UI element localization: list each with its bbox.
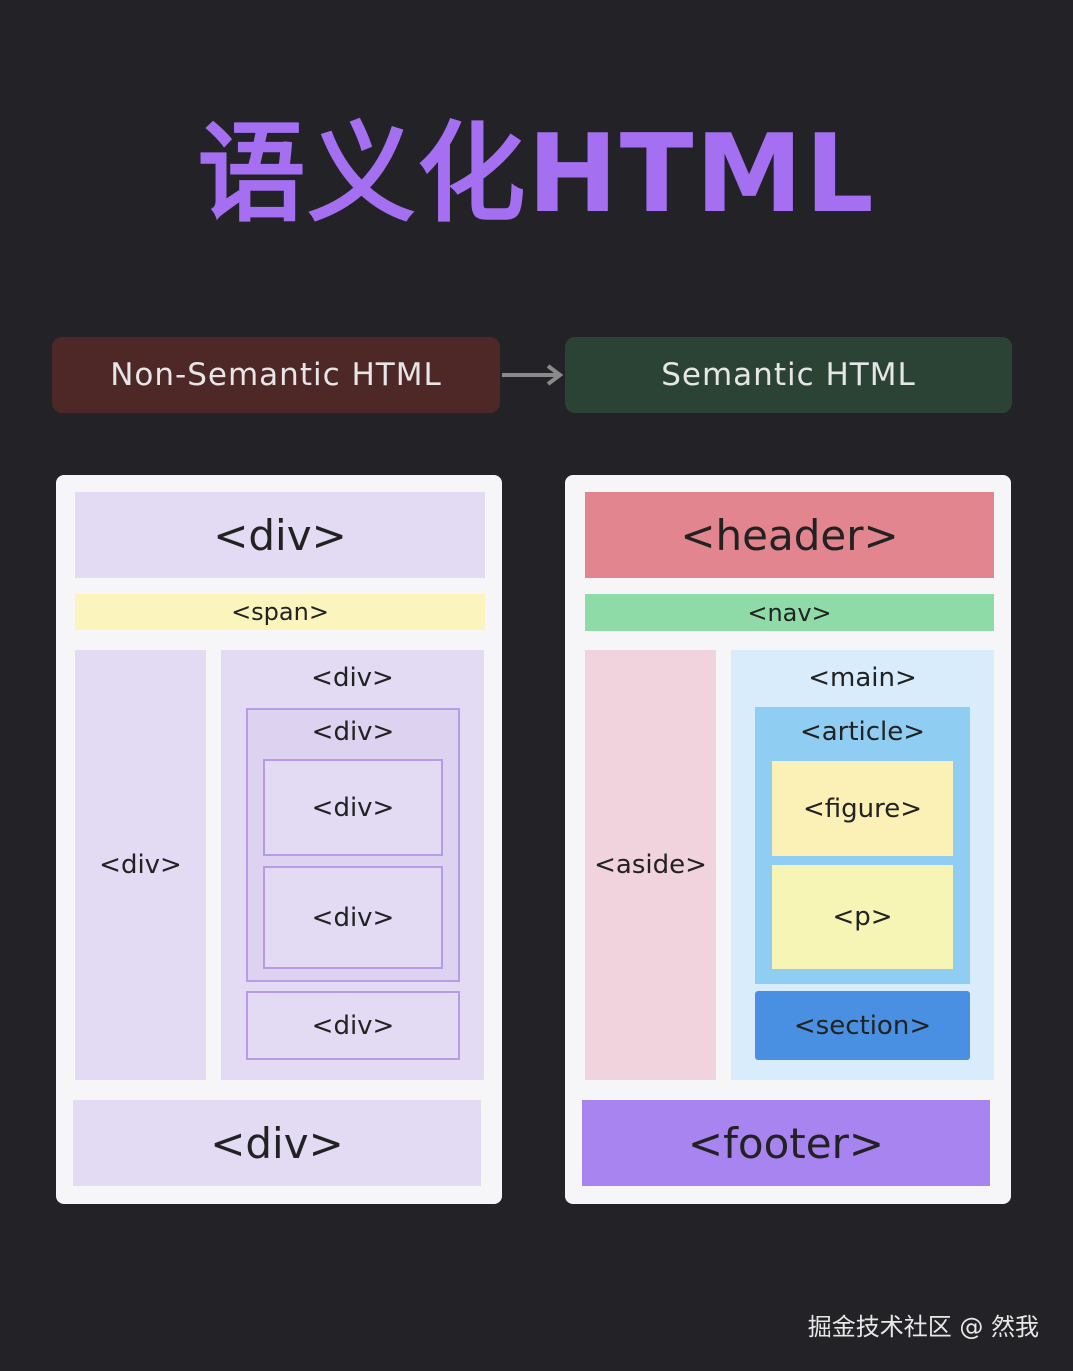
left-span-bar: <span>	[75, 594, 485, 630]
arrow-right-icon	[502, 364, 564, 386]
page-title: 语义化HTML	[197, 112, 876, 237]
article-block-label: <article>	[799, 717, 926, 747]
p-block: <p>	[772, 865, 953, 969]
watermark: 掘金技术社区 @ 然我	[807, 1312, 1039, 1341]
semantic-html-label: Semantic HTML	[565, 337, 1012, 413]
non-semantic-html-label: Non-Semantic HTML	[52, 337, 500, 413]
header-block: <header>	[585, 492, 994, 578]
left-inner-box-2: <div>	[263, 866, 443, 969]
left-bottom-box: <div>	[246, 991, 460, 1060]
figure-block: <figure>	[772, 761, 953, 856]
left-main-div-label: <div>	[311, 663, 394, 693]
left-inner-box-1: <div>	[263, 759, 443, 856]
section-block: <section>	[755, 991, 970, 1060]
footer-block: <footer>	[582, 1100, 990, 1186]
aside-block: <aside>	[585, 650, 716, 1080]
left-side-div: <div>	[75, 650, 206, 1080]
nav-block: <nav>	[585, 594, 994, 631]
left-top-div: <div>	[75, 492, 485, 578]
main-block-label: <main>	[808, 663, 917, 693]
left-footer-div: <div>	[73, 1100, 481, 1186]
left-inner-group-label: <div>	[311, 717, 395, 747]
